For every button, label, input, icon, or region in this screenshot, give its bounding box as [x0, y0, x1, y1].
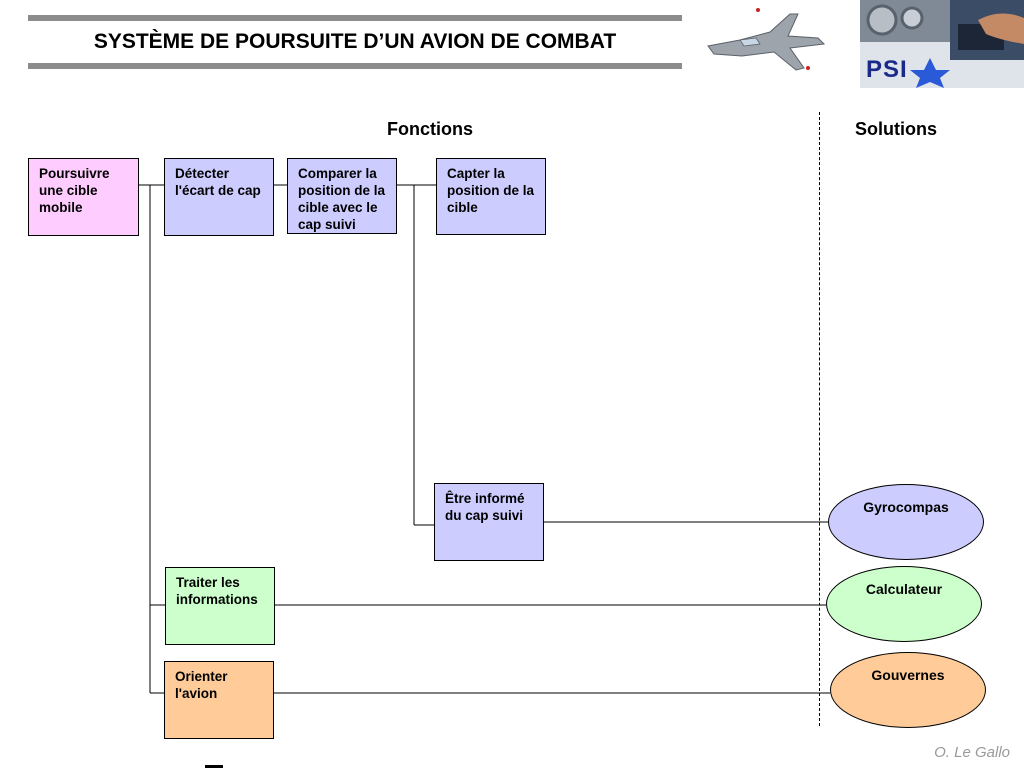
function-orienter: Orienter l'avion	[164, 661, 274, 739]
title-bar-bottom	[28, 63, 682, 69]
solution-gyrocompas: Gyrocompas	[828, 484, 984, 560]
function-comparer: Comparer la position de la cible avec le…	[287, 158, 397, 234]
function-poursuivre: Poursuivre une cible mobile	[28, 158, 139, 236]
author-credit: O. Le Gallo	[934, 744, 1010, 761]
decorative-mark	[205, 765, 223, 768]
logo-text: PSI	[866, 56, 908, 83]
function-etre-informe: Être informé du cap suivi	[434, 483, 544, 561]
function-detecter: Détecter l'écart de cap	[164, 158, 274, 236]
solutions-header: Solutions	[855, 119, 937, 139]
logo-photo-icon	[860, 0, 1024, 88]
slide-title: SYSTÈME DE POURSUITE D’UN AVION DE COMBA…	[93, 30, 617, 53]
function-traiter: Traiter les informations	[165, 567, 275, 645]
solution-gouvernes: Gouvernes	[830, 652, 986, 728]
psi-logo: PSI	[860, 0, 1024, 88]
functions-header: Fonctions	[387, 119, 473, 139]
function-capter: Capter la position de la cible	[436, 158, 546, 235]
title-bar-top	[28, 15, 682, 21]
column-divider	[819, 112, 820, 726]
fighter-jet-icon	[707, 8, 826, 71]
solution-calculateur: Calculateur	[826, 566, 982, 642]
